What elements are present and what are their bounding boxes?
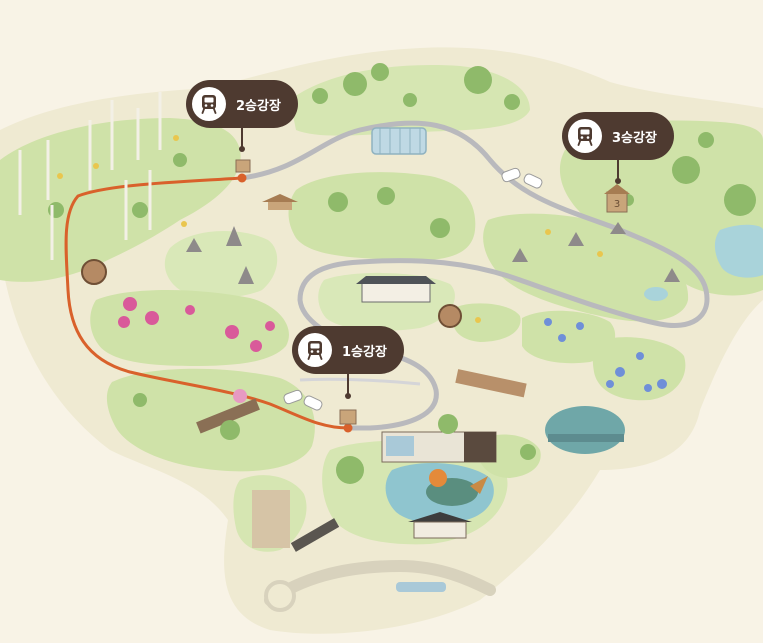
lake-northeast [714, 224, 763, 278]
pond-east [545, 406, 625, 454]
pavilion-west-base [268, 202, 292, 210]
pond-small [644, 287, 668, 301]
bus-shelter-south [396, 582, 446, 592]
azalea-flowers [118, 297, 275, 403]
water-wheel-central [438, 304, 462, 328]
pavilion-west [262, 194, 298, 202]
garden-east-flower [483, 213, 689, 322]
station-1-sign [339, 409, 357, 425]
station-3-label[interactable]: 3승강장 [562, 112, 674, 160]
station-3-sign-number: 3 [614, 199, 620, 210]
garden-azalea [90, 290, 289, 366]
roundabout [264, 580, 296, 612]
duck-head [429, 469, 447, 487]
tram-car-north-2 [523, 173, 543, 189]
station-1-label[interactable]: 1승강장 [292, 326, 404, 374]
bus-icon [568, 119, 602, 153]
rocks [186, 222, 680, 284]
station-1-pin [347, 374, 349, 394]
station-3-label-text: 3승강장 [612, 130, 657, 146]
station-1-dot[interactable] [343, 423, 353, 433]
blue-flowers [544, 318, 667, 392]
station-2-pin [241, 128, 243, 148]
tram-car-north-1 [501, 167, 521, 183]
bridge-east [548, 434, 624, 442]
pavilion-south-base [413, 521, 467, 539]
garden-bonsai [288, 172, 476, 261]
parking-road [264, 559, 496, 606]
station-3-pin [617, 160, 619, 180]
station-2-pin-dot [239, 146, 245, 152]
hanok-building [361, 281, 431, 303]
tram-car-south-1 [283, 389, 303, 405]
greenhouse-roof-lines [379, 128, 421, 154]
greenhouse [371, 127, 427, 155]
bus-icon [298, 333, 332, 367]
walking-route-orange [64, 176, 350, 430]
station-2-label[interactable]: 2승강장 [186, 80, 298, 128]
visitor-center-dark [464, 432, 496, 462]
garden-rock [164, 230, 278, 298]
station-1-label-text: 1승강장 [342, 344, 387, 360]
hanok-roof [356, 276, 436, 284]
station-2-sign [235, 159, 251, 173]
tram-car-south-2 [303, 395, 323, 411]
building-southwest [252, 490, 290, 548]
water-wheel-west [81, 259, 107, 285]
garden-hydrangea [592, 337, 686, 401]
station-3-pin-dot [615, 178, 621, 184]
birch-trunks [18, 92, 162, 260]
garden-northeast [559, 120, 763, 296]
bridge-dark [290, 518, 340, 552]
station-3-signpost-roof [604, 184, 630, 194]
pavilion-south [408, 512, 472, 522]
duck-tail [470, 476, 488, 494]
visitor-center-window [386, 436, 414, 456]
station-2-label-text: 2승강장 [236, 98, 281, 114]
bus-icon [192, 87, 226, 121]
station-1-pin-dot [345, 393, 351, 399]
garden-small-east [452, 303, 521, 342]
tram-road-loop [299, 377, 421, 386]
bridge-azalea [196, 398, 260, 434]
shelter-east [455, 369, 527, 398]
station-2-dot[interactable] [237, 173, 247, 183]
